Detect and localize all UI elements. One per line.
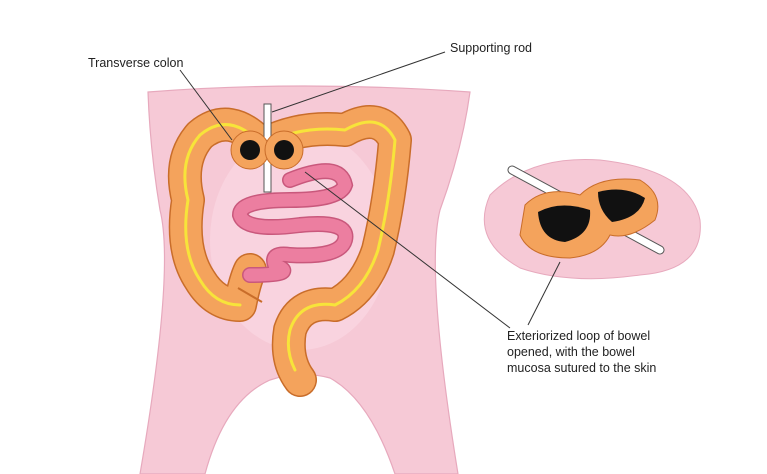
label-transverse-colon: Transverse colon [88, 56, 184, 70]
small-intestine [231, 163, 354, 283]
label-stoma-line1: Exteriorized loop of bowel [507, 329, 651, 343]
stoma-torso [230, 103, 304, 193]
large-intestine [167, 105, 412, 397]
leader-lines [179, 51, 561, 329]
label-stoma-line2: opened, with the bowel [507, 345, 635, 359]
label-supporting-rod: Supporting rod [450, 41, 533, 55]
label-stoma: Exteriorized loop of bowel opened, with … [507, 328, 656, 376]
label-stoma-line3: mucosa sutured to the skin [507, 361, 657, 375]
stoma-detail [483, 158, 701, 280]
